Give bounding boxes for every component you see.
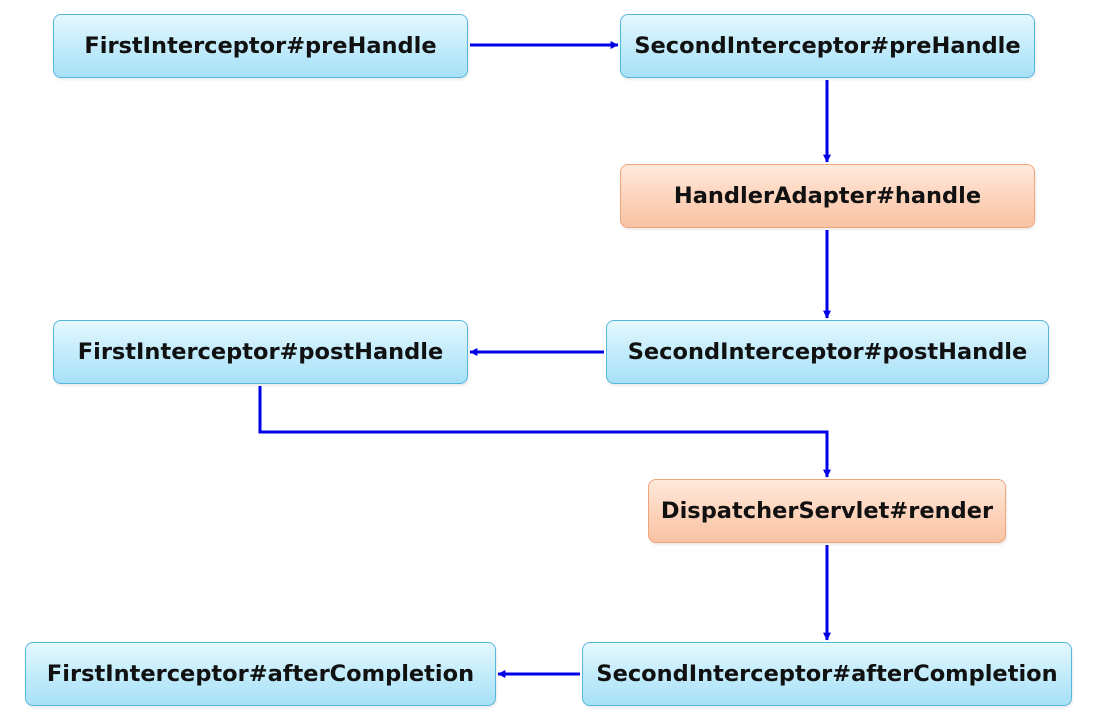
- node-handler-adapter-handle: HandlerAdapter#handle: [620, 164, 1035, 228]
- node-second-interceptor-prehandle: SecondInterceptor#preHandle: [620, 14, 1035, 78]
- node-second-interceptor-posthandle: SecondInterceptor#postHandle: [606, 320, 1049, 384]
- arrow-first-post-to-dispatcher-render: [258, 386, 831, 478]
- node-first-interceptor-posthandle: FirstInterceptor#postHandle: [53, 320, 468, 384]
- node-first-interceptor-aftercompletion: FirstInterceptor#afterCompletion: [25, 642, 496, 706]
- node-first-interceptor-prehandle: FirstInterceptor#preHandle: [53, 14, 468, 78]
- node-dispatcher-servlet-render: DispatcherServlet#render: [648, 479, 1006, 543]
- node-second-interceptor-aftercompletion: SecondInterceptor#afterCompletion: [582, 642, 1072, 706]
